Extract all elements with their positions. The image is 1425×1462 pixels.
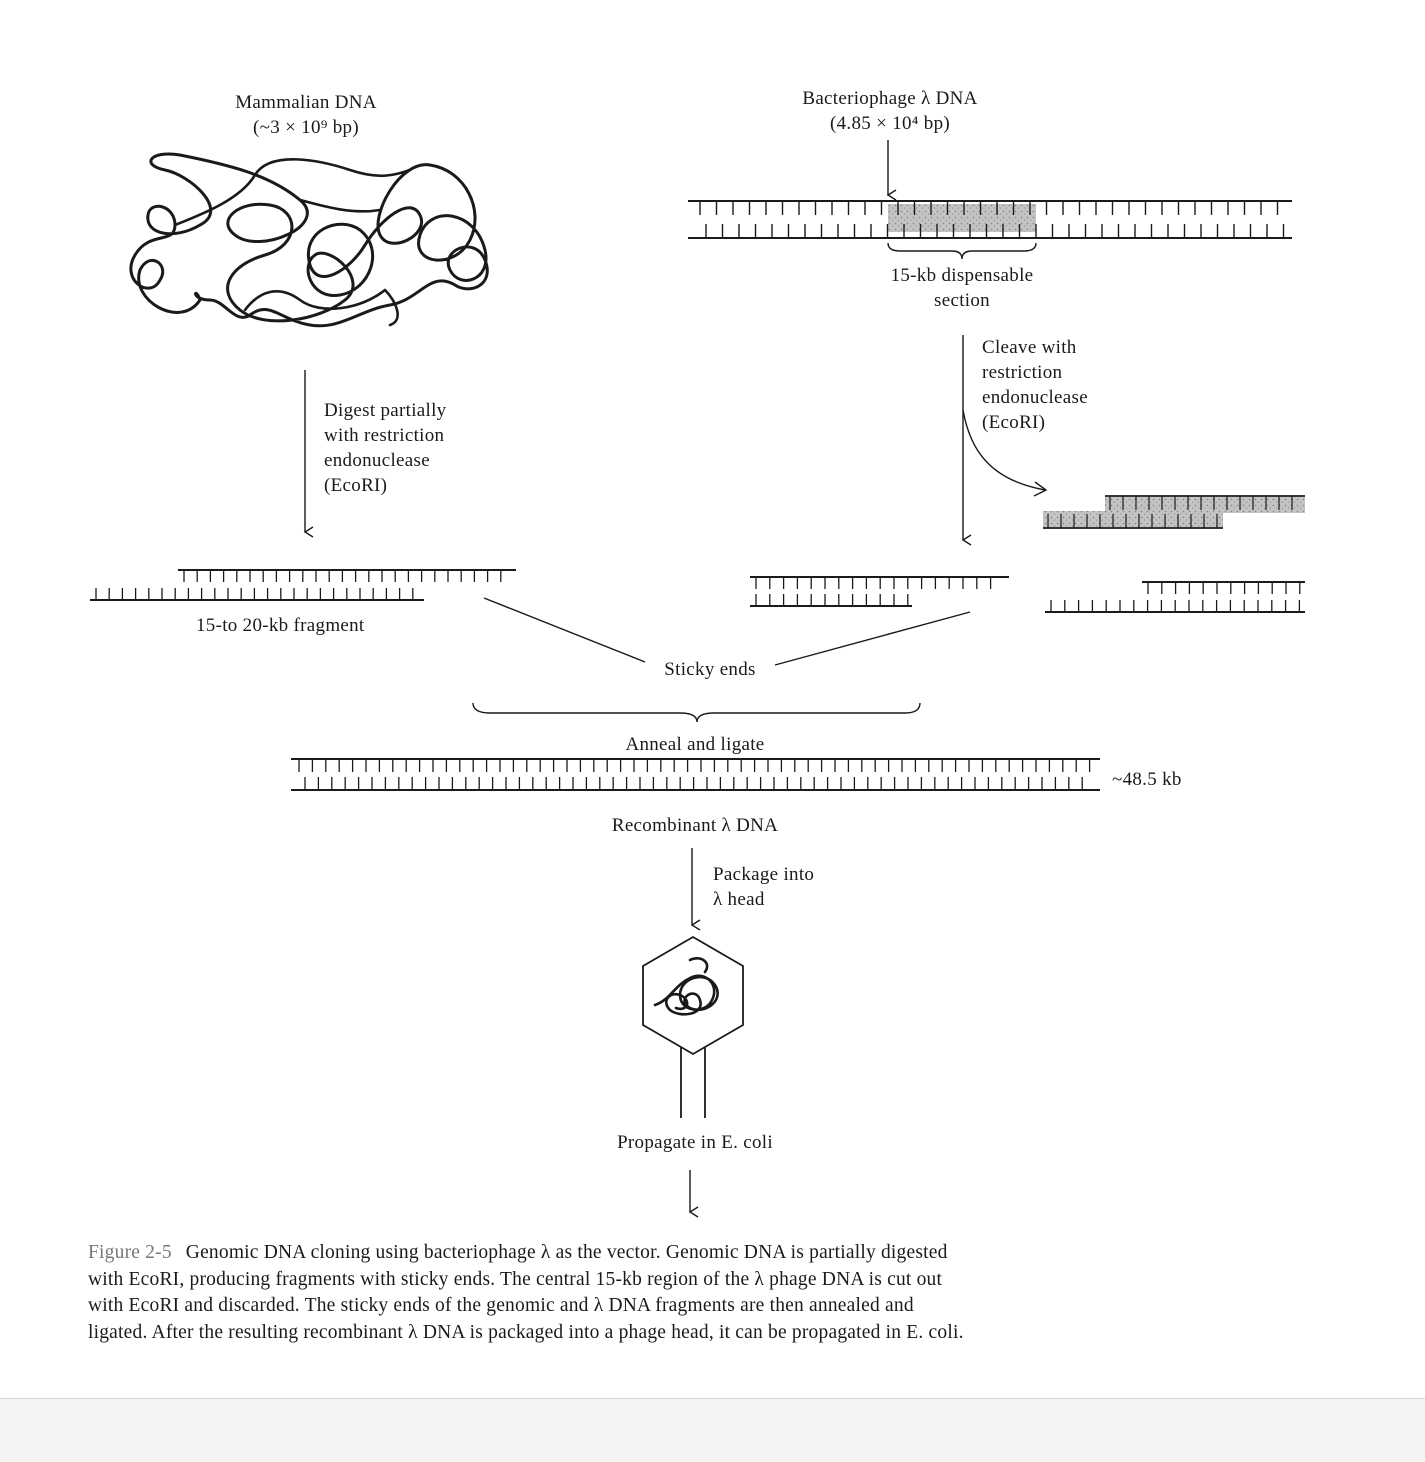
sticky-pointer-right [774,611,971,666]
packaged-dna [653,957,719,1016]
sticky-ends-label: Sticky ends [664,659,756,680]
mammalian-dna-tangle-inner [173,158,412,327]
fragment-label: 15-to 20-kb fragment [196,615,365,636]
mammalian-dna-size: (~3 × 10⁹ bp) [253,117,359,138]
cleave-label-line3: endonuclease [982,387,1088,408]
figure-number: Figure 2-5 [88,1242,172,1263]
genomic-fragment [90,569,516,601]
dispensable-brace [887,242,1037,260]
recombinant-size-label: ~48.5 kb [1112,769,1182,790]
package-label-line2: λ head [713,889,765,910]
phage-dna-title: Bacteriophage λ DNA [802,88,978,109]
caption-text: Genomic DNA cloning using bacteriophage … [88,1242,964,1343]
anneal-label: Anneal and ligate [625,734,765,755]
cleave-label-line4: (EcoRI) [982,412,1046,433]
recombinant-dna [291,758,1100,791]
phage-dna-strand [688,200,1292,239]
lambda-right-arm [1045,581,1305,613]
digest-label-line3: endonuclease [324,450,430,471]
propagate-label: Propagate in E. coli [617,1132,773,1153]
dispensable-region-shading [888,204,1036,232]
digest-label-line2: with restriction [324,425,445,446]
mammalian-dna-title: Mammalian DNA [235,92,377,113]
phage-dna-size: (4.85 × 10⁴ bp) [830,113,950,134]
dispensable-label-line1: 15-kb dispensable [890,265,1034,286]
digest-label-line1: Digest partially [324,400,447,421]
scan-footer-band [0,1398,1425,1462]
discard-arrow [962,409,1046,491]
mammalian-dna-tangle [129,152,489,328]
phage-head [642,935,744,1056]
sticky-pointer-left [483,597,646,663]
cleave-label-line2: restriction [982,362,1063,383]
lambda-left-arm [750,576,1009,607]
recombinant-label: Recombinant λ DNA [611,815,779,836]
discard-arrow-head [1033,481,1048,497]
package-label-line1: Package into [713,864,815,885]
phage-tail [680,1047,706,1118]
cleave-label-line1: Cleave with [982,337,1077,358]
digest-label-line4: (EcoRI) [324,475,388,496]
dispensable-label-line2: section [934,290,990,311]
anneal-brace [472,702,921,723]
discarded-fragment [1043,495,1305,529]
phage-particle [642,935,744,1118]
